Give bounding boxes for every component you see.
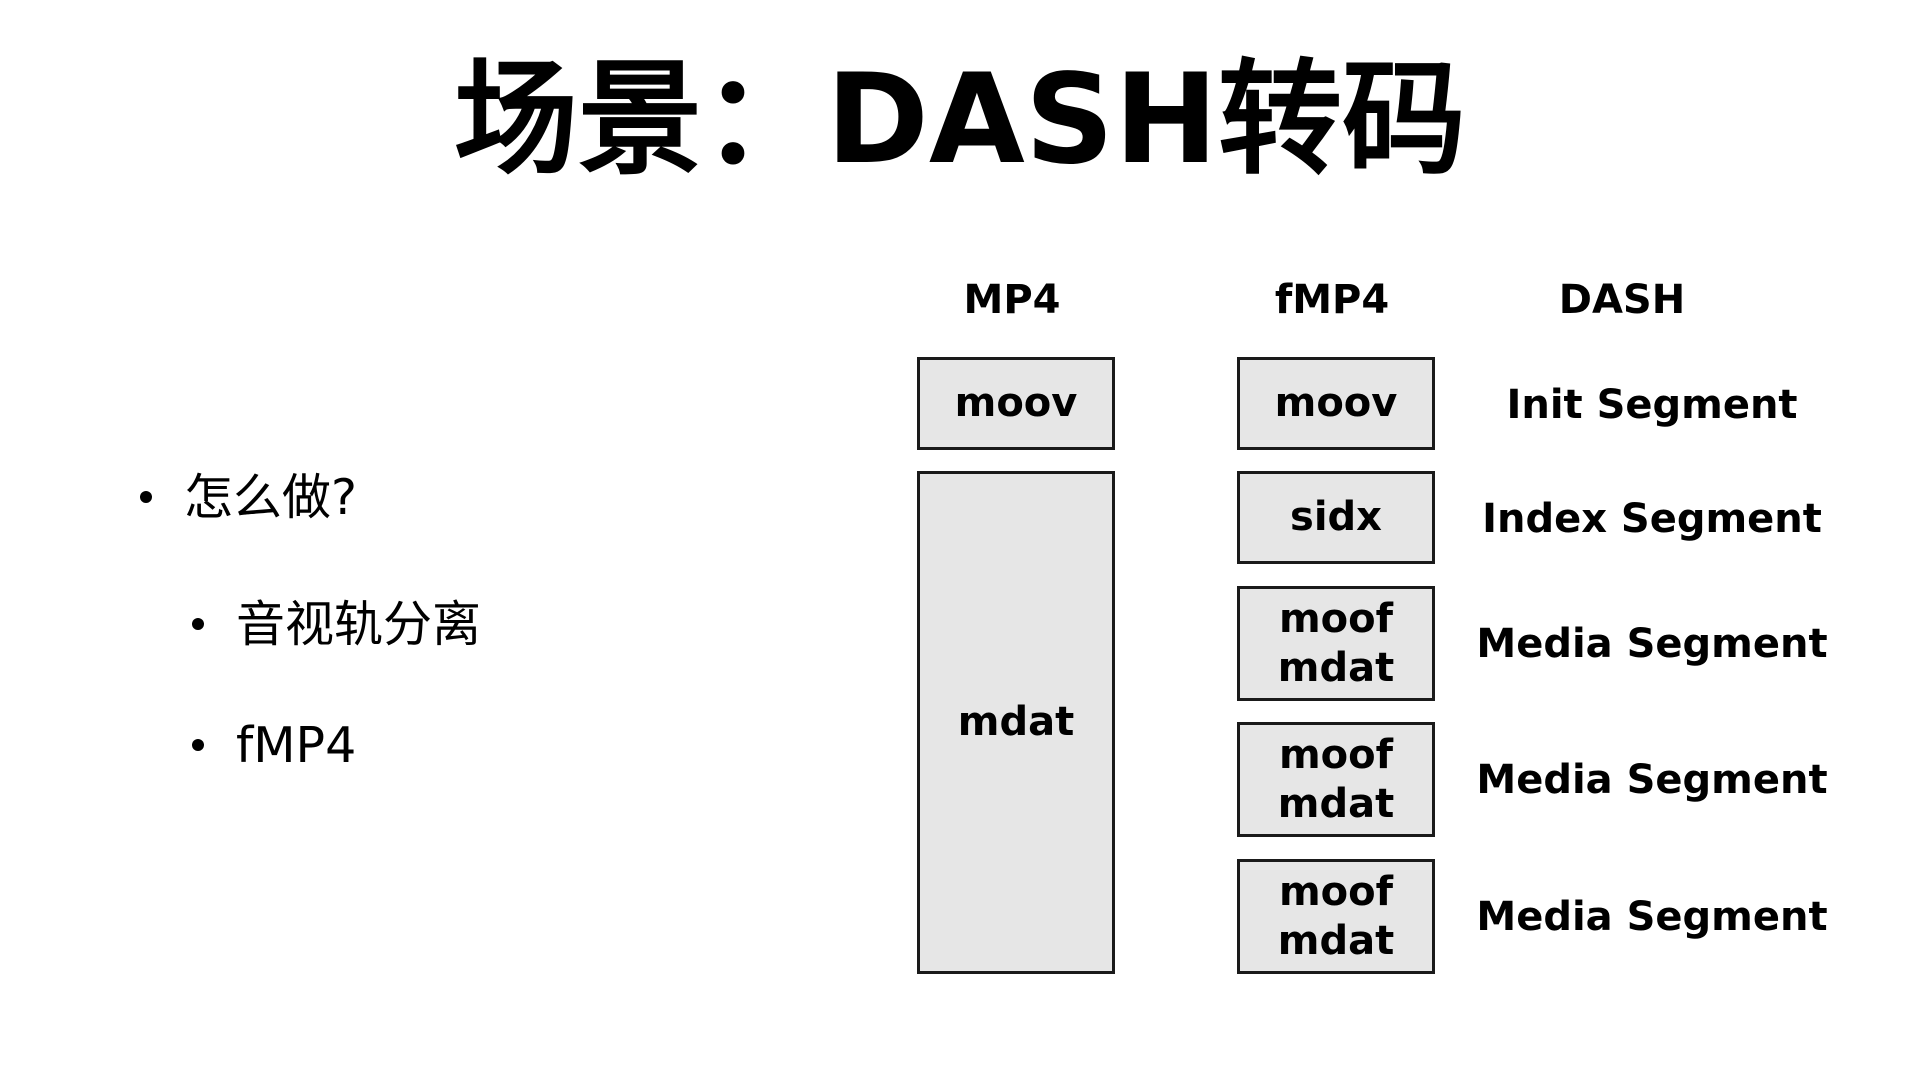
dash-media-segment-label: Media Segment	[1476, 621, 1828, 667]
bullet-text: fMP4	[236, 717, 357, 774]
dash-media-segment-label: Media Segment	[1476, 757, 1828, 803]
box-label: moov	[1274, 380, 1398, 426]
fmp4-moof-mdat-box: moof mdat	[1237, 586, 1435, 701]
box-label: mdat	[957, 699, 1075, 745]
bullet-how-to: 怎么做?	[140, 468, 357, 528]
dash-init-segment-label: Init Segment	[1506, 382, 1798, 428]
box-label: moov	[954, 380, 1078, 426]
column-header-fmp4: fMP4	[1274, 277, 1390, 323]
box-label-line1: moof	[1278, 731, 1394, 778]
fmp4-sidx-box: sidx	[1237, 471, 1435, 564]
fmp4-moof-mdat-box: moof mdat	[1237, 722, 1435, 837]
bullet-dot-icon	[192, 617, 204, 630]
box-label-line1: moof	[1278, 595, 1394, 642]
column-header-mp4: MP4	[963, 277, 1061, 323]
box-label: sidx	[1290, 494, 1382, 540]
box-label-line2: mdat	[1277, 644, 1395, 691]
bullet-text: 怎么做?	[184, 469, 358, 526]
bullet-dot-icon	[192, 738, 204, 751]
dash-media-segment-label: Media Segment	[1476, 894, 1828, 940]
fmp4-moof-mdat-box: moof mdat	[1237, 859, 1435, 974]
box-label-line2: mdat	[1277, 780, 1395, 827]
bullet-dot-icon	[140, 490, 152, 503]
bullet-fmp4: fMP4	[192, 716, 356, 776]
slide-title: 场景：DASH转码	[454, 48, 1466, 192]
box-label-line2: mdat	[1277, 917, 1395, 964]
box-label-line1: moof	[1278, 868, 1394, 915]
fmp4-moov-box: moov	[1237, 357, 1435, 450]
dash-index-segment-label: Index Segment	[1482, 496, 1822, 542]
bullet-track-separation: 音视轨分离	[192, 595, 481, 655]
mp4-moov-box: moov	[917, 357, 1115, 450]
column-header-dash: DASH	[1558, 277, 1686, 323]
bullet-text: 音视轨分离	[236, 596, 482, 653]
mp4-mdat-box: mdat	[917, 471, 1115, 974]
